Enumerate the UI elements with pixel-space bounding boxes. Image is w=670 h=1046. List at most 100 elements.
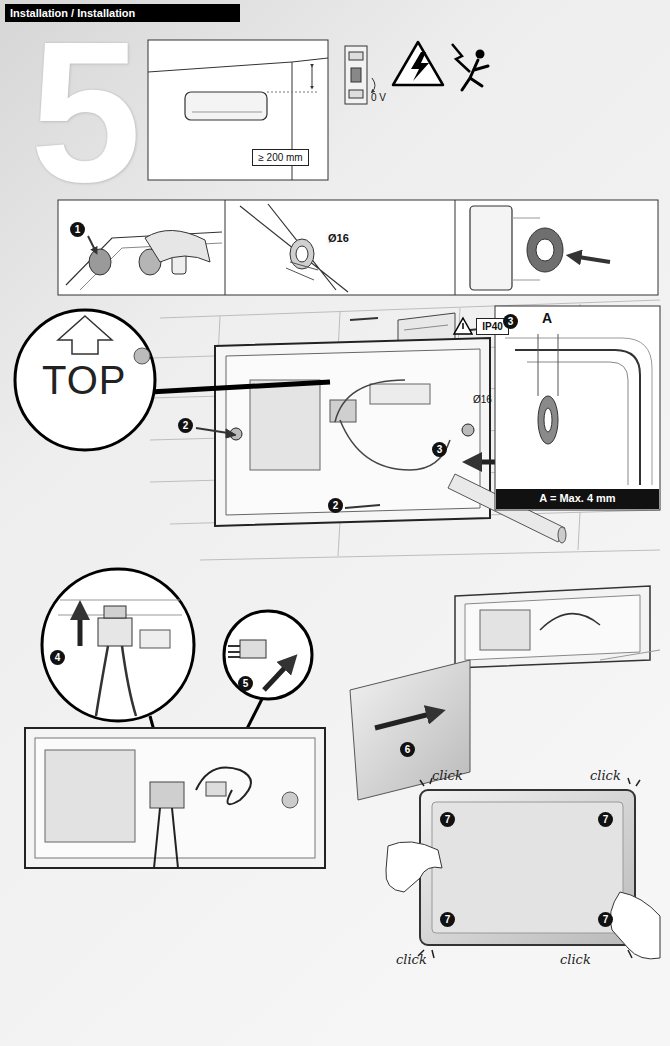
click-sound: click (396, 952, 427, 967)
housing-on-wall-part (455, 586, 650, 668)
housing-wired (25, 728, 325, 868)
node-text: A = Max. 4 mm (539, 492, 615, 504)
danger-warning-icon-part (411, 52, 429, 81)
cover-click-assembly-part (610, 892, 660, 959)
callout-number: 3 (503, 314, 518, 329)
callout-number: 2 (328, 498, 343, 513)
housing-base-part (340, 420, 450, 470)
grommet-detail-inset-part (515, 350, 640, 485)
circuit-breaker-icon-part (349, 52, 363, 60)
ip40-warning-icon-part (462, 323, 464, 329)
node-text: IP40 (482, 321, 503, 332)
top-marking-magnifier (15, 310, 330, 450)
terminal-magnifier-part (42, 569, 194, 721)
circuit-breaker-icon (345, 46, 375, 104)
grommet-detail-inset-part (505, 338, 652, 485)
step-row-panels-part (58, 200, 658, 295)
wall-clearance-panel (148, 40, 328, 180)
wall-clearance-panel-part (267, 92, 318, 93)
housing-wired-part (282, 792, 298, 808)
callout-number: 6 (400, 742, 415, 757)
junction-box-part (404, 325, 448, 330)
step-row-panels-part (145, 230, 210, 262)
diffuser-cover (350, 660, 470, 800)
dimension-band: A = Max. 4 mm (496, 489, 659, 509)
connector-magnifier-part (228, 646, 240, 657)
housing-on-wall (455, 586, 660, 668)
wall-clearance-panel-part (185, 92, 267, 120)
click-sound: click (560, 952, 591, 967)
step-row-panels-part (225, 200, 455, 295)
callout-number: 1 (70, 222, 85, 237)
top-marking-magnifier-part (58, 316, 112, 354)
conduit-pipe-part (558, 527, 566, 543)
top-marking-magnifier-part (15, 310, 155, 450)
callout-number: 7 (440, 912, 455, 927)
brick-wall (150, 300, 660, 560)
orientation-mark: TOP (42, 358, 127, 402)
circuit-breaker-icon-part (345, 46, 367, 104)
callout-number: 3 (432, 442, 447, 457)
connector-magnifier-part (240, 640, 266, 658)
diffuser-cover-part (350, 660, 470, 800)
step-row-panels-part (89, 249, 111, 275)
step-row-panels-part (290, 239, 314, 269)
housing-base-part (335, 380, 405, 422)
wall-clearance-panel-part (148, 58, 328, 72)
housing-base-part (462, 424, 474, 436)
voltage-label: 0 V (370, 92, 387, 104)
callout-number: 2 (178, 418, 193, 433)
diameter-label: Ø16 (472, 394, 493, 406)
danger-warning-icon (393, 42, 488, 90)
terminal-magnifier-part (78, 608, 83, 646)
dimension-letter: A (541, 310, 553, 326)
housing-base (215, 338, 490, 526)
housing-wired-part (150, 782, 184, 808)
housing-on-wall-part (600, 650, 660, 660)
danger-warning-icon-part (462, 60, 488, 90)
connector-magnifier-part (264, 660, 292, 690)
grommet-detail-inset-part (544, 408, 552, 432)
housing-on-wall-part (540, 614, 600, 630)
ip40-warning-icon-part (454, 318, 472, 334)
step-row-panels-part (240, 204, 348, 292)
click-sound: click (432, 768, 463, 783)
step-row-panels-part (88, 236, 96, 252)
step-row-panels-part (470, 206, 512, 290)
wall-clearance-panel-part (312, 66, 313, 88)
danger-warning-icon-part (452, 44, 470, 72)
step-row-panels-part (296, 246, 308, 262)
housing-base-part (226, 349, 480, 515)
node-text: ≥ 200 mm (258, 152, 302, 163)
terminal-magnifier-part (98, 618, 132, 646)
terminal-magnifier-part (140, 630, 170, 648)
wall-clearance-panel-part (148, 40, 328, 180)
step-row-panels (58, 200, 658, 295)
cover-click-assembly-part (432, 802, 623, 933)
housing-on-wall-part (465, 595, 640, 660)
diffuser-cover-part (375, 712, 438, 728)
circuit-breaker-icon-part (349, 90, 363, 98)
brick-wall-part (150, 300, 660, 560)
fixing-screws (196, 318, 490, 508)
cover-click-assembly (386, 778, 660, 959)
cover-click-assembly-part (386, 842, 442, 892)
circuit-breaker-icon-part (351, 68, 361, 82)
callout-number: 5 (238, 676, 253, 691)
grommet-detail-inset-part (527, 362, 628, 485)
grommet-detail-inset-part (538, 334, 558, 396)
wall-clearance-panel-part (192, 112, 262, 113)
housing-wired-part (196, 768, 251, 805)
fixing-screws-part (196, 428, 228, 433)
top-marking-magnifier-part (150, 382, 330, 392)
housing-base-part (250, 380, 320, 470)
callout-number: 4 (50, 650, 65, 665)
housing-wired-part (25, 728, 325, 868)
danger-warning-icon-part (476, 50, 485, 59)
housing-on-wall-part (480, 610, 530, 650)
connector-magnifier-part (224, 611, 312, 699)
step-row-panels-part (286, 262, 318, 280)
housing-wired-part (45, 750, 135, 842)
